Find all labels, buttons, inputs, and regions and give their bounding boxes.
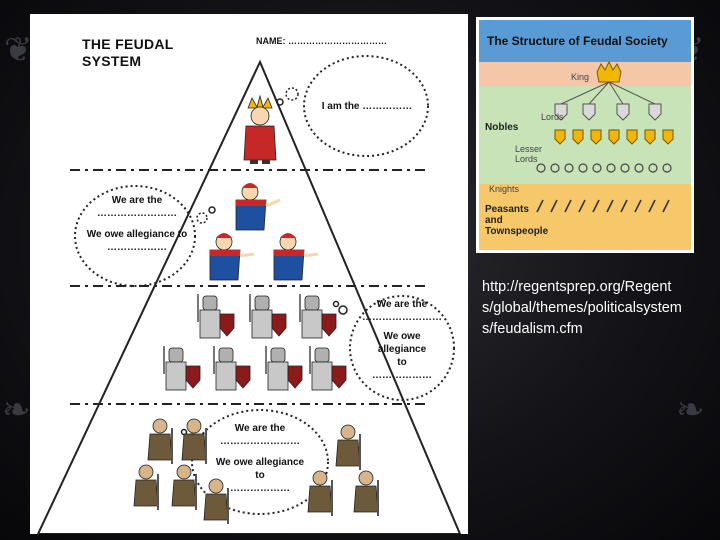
lord-figure-icon	[235, 183, 281, 231]
peasant-figure-icon	[307, 470, 333, 516]
knight-figure-icon	[197, 294, 235, 339]
lords-label: Lords	[541, 112, 564, 122]
knight-figure-icon	[309, 346, 347, 391]
left-ornament-icon: ❦	[4, 30, 33, 70]
knights-line-6: ………………	[372, 370, 432, 381]
peasants-band	[479, 184, 691, 250]
peasant-figure-icon	[353, 470, 379, 516]
peasants-label: Peasants and Townspeople	[485, 204, 548, 237]
peasants-bubble	[191, 409, 329, 515]
peasants-line-4: to	[255, 470, 265, 481]
knight-figure-icon	[265, 346, 303, 391]
king-band	[479, 62, 691, 86]
lesser-lords-line-1: Lesser	[515, 144, 543, 154]
lords-line-4: ………………	[107, 242, 167, 253]
peasant-figure-icon	[181, 418, 207, 464]
lords-bubble-text: We are the …………………… We owe allegiance to…	[78, 194, 196, 254]
knights-bubble-text: We are the …………………… We owe allegiance to…	[352, 298, 452, 382]
knight-figure-icon	[249, 294, 287, 339]
shield-icon	[554, 103, 568, 121]
name-field-label: NAME: ……………………………	[256, 36, 387, 46]
knights-bubble	[349, 295, 455, 401]
peasants-line-2: and	[485, 215, 503, 226]
knights-line-4: allegiance	[377, 344, 427, 355]
crown-icon	[596, 60, 622, 83]
lords-bubble	[74, 185, 196, 287]
peasant-tools	[536, 199, 670, 213]
peasants-line-2: ……………………	[220, 436, 300, 447]
worksheet-title: THE FEUDAL SYSTEM	[82, 36, 174, 70]
source-url[interactable]: http://regentsprep.org/Regents/global/th…	[482, 279, 682, 337]
lords-shields	[554, 103, 662, 121]
knights-line-3: We owe	[383, 331, 421, 342]
king-bubble-text: I am the ……………	[312, 100, 422, 113]
knights-line-5: to	[397, 357, 407, 368]
king-label: King	[571, 72, 590, 82]
knights-line-2: ……………………	[362, 312, 442, 323]
peasants-line-3: We owe allegiance	[215, 457, 305, 468]
feudal-structure-reference-image: The Structure of Feudal Society	[476, 17, 694, 253]
reference-tree	[536, 60, 674, 213]
reference-title: The Structure of Feudal Society	[479, 20, 691, 62]
peasants-line-3: Townspeople	[485, 226, 549, 237]
peasant-figure-icon	[335, 424, 361, 470]
knights-line-1: We are the	[376, 299, 428, 310]
peasant-figure-icon	[147, 418, 173, 464]
peasant-figure-icon	[133, 464, 159, 510]
lords-line-2: ……………………	[97, 208, 177, 219]
feudal-worksheet: THE FEUDAL SYSTEM NAME: …………………………… I am…	[30, 14, 468, 534]
peasants-bubble-text: We are the …………………… We owe allegiance to…	[198, 422, 322, 495]
title-line-2: SYSTEM	[82, 53, 142, 69]
pyramid-outline	[36, 59, 462, 534]
peasants-line-1: Peasants	[485, 204, 529, 215]
knight-figure-icon	[299, 294, 337, 339]
lords-line-3: We owe allegiance to	[86, 229, 188, 240]
lord-figure-icon	[273, 233, 319, 281]
knight-figure-icon	[213, 346, 251, 391]
king-figure-icon	[243, 94, 277, 164]
title-line-1: THE FEUDAL	[82, 36, 174, 52]
king-text: I am the ……………	[321, 101, 413, 112]
right-lower-ornament-icon: ❧	[676, 390, 705, 430]
nobles-band	[479, 86, 691, 184]
peasant-figure-icon	[171, 464, 197, 510]
knights-label: Knights	[489, 184, 520, 194]
lesser-lords-line-2: Lords	[515, 154, 538, 164]
nobles-label: Nobles	[485, 122, 519, 133]
shield-icon	[648, 103, 662, 121]
shield-icon	[582, 103, 596, 121]
knight-figure-icon	[163, 346, 201, 391]
peasants-line-1: We are the	[234, 423, 286, 434]
peasants-line-5: ………………	[230, 483, 290, 494]
lord-figure-icon	[209, 233, 255, 281]
knights-helmets	[536, 163, 672, 173]
lesser-lords-shields	[554, 129, 674, 145]
peasant-figure-icon	[203, 478, 229, 524]
king-bubble	[303, 55, 429, 157]
left-lower-ornament-icon: ❧	[2, 390, 31, 430]
pyramid-diagram	[36, 55, 462, 534]
shield-icon	[616, 103, 630, 121]
lords-line-1: We are the	[111, 195, 163, 206]
lesser-lords-label: Lesser Lords	[515, 144, 542, 164]
